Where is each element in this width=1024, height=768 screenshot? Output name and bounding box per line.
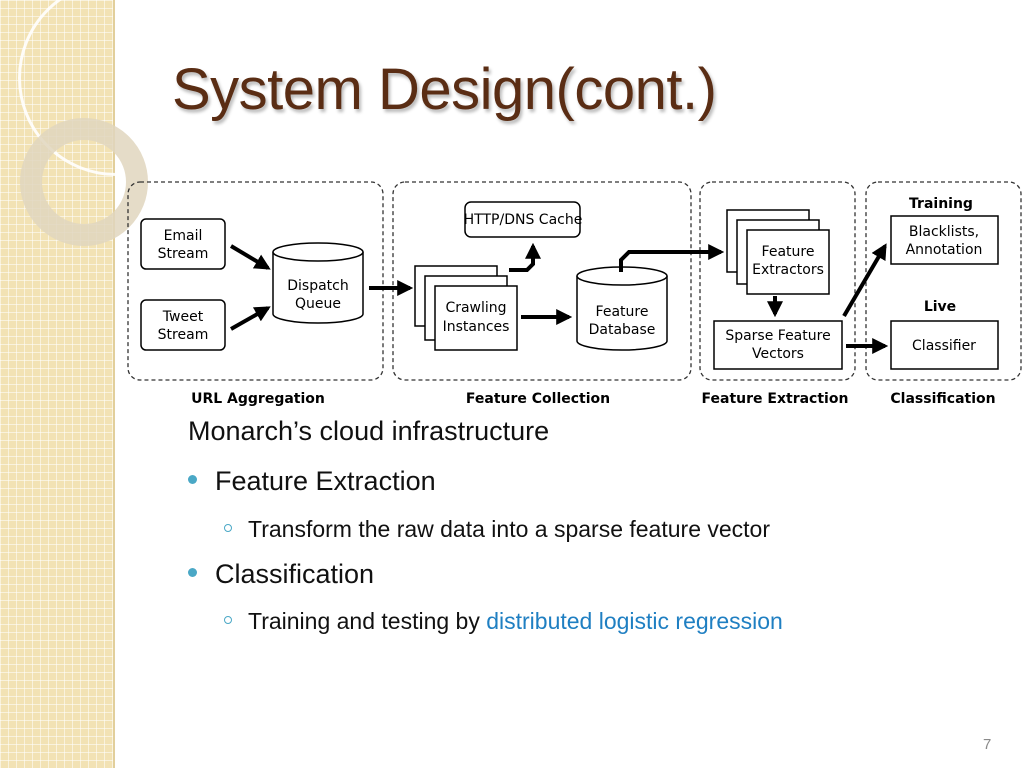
bullet-classification: Classification	[188, 559, 374, 590]
sub-bullet-text: Training and testing by	[248, 608, 487, 634]
http-dns-cache-box	[464, 201, 581, 238]
live-label: Live	[924, 299, 956, 315]
dispatch-queue-cylinder	[272, 242, 364, 324]
feature-extractors-label-2: Extractors	[752, 262, 824, 278]
email-stream-box	[140, 218, 226, 270]
sub-bullet-text: Transform the raw data into a sparse fea…	[248, 516, 771, 542]
sparse-feature-vectors-label-2: Vectors	[752, 346, 804, 362]
bullet-label: Feature Extraction	[215, 466, 436, 496]
slide-title: System Design(cont.)	[172, 57, 717, 122]
system-design-diagram: Email Stream Tweet Stream Dispatch Queue…	[127, 181, 1022, 407]
bullet-dot-icon	[188, 568, 197, 578]
classifier-label: Classifier	[912, 338, 976, 354]
crawling-instances-label-2: Instances	[443, 319, 510, 335]
section-box-url-aggregation	[127, 181, 384, 381]
section-label-feature-collection: Feature Collection	[466, 391, 610, 407]
arrow-tweet-to-queue	[230, 306, 271, 331]
crawling-instances-label-1: Crawling	[445, 300, 506, 316]
section-box-feature-collection	[392, 181, 692, 381]
feature-database-label-2: Database	[589, 322, 656, 338]
training-label: Training	[909, 196, 973, 212]
arrow-email-to-queue	[229, 244, 271, 270]
feature-extractors-box	[746, 229, 830, 295]
section-box-feature-extraction	[699, 181, 856, 381]
distributed-logistic-regression-link[interactable]: distributed logistic regression	[486, 608, 783, 634]
section-label-url-aggregation: URL Aggregation	[191, 391, 325, 407]
bullet-label: Classification	[215, 559, 375, 589]
tweet-stream-label-1: Tweet	[162, 309, 204, 325]
email-stream-label-2: Stream	[158, 246, 209, 262]
tweet-stream-label-2: Stream	[158, 327, 209, 343]
dispatch-queue-label-2: Queue	[295, 296, 341, 312]
bullet-dot-icon	[188, 475, 197, 485]
sub-bullet-transform: Transform the raw data into a sparse fea…	[224, 516, 770, 543]
http-dns-cache-label: HTTP/DNS Cache	[464, 212, 583, 228]
sparse-feature-vectors-label-1: Sparse Feature	[725, 328, 830, 344]
blacklists-annotation-box	[890, 215, 999, 265]
bullet-feature-extraction: Feature Extraction	[188, 466, 436, 497]
blacklists-label-2: Annotation	[906, 242, 983, 258]
crawling-instances-box	[434, 285, 518, 351]
feature-extractors-label-1: Feature	[762, 244, 815, 260]
sub-bullet-training: Training and testing by distributed logi…	[224, 608, 783, 635]
section-label-feature-extraction: Feature Extraction	[702, 391, 849, 407]
page-number: 7	[983, 736, 992, 753]
ring-bullet-icon	[224, 615, 232, 624]
dispatch-queue-label-1: Dispatch	[287, 278, 349, 294]
arrow-database-to-extractors	[619, 244, 725, 272]
arrow-crawling-to-cache	[509, 242, 541, 272]
decorative-side-strip	[0, 0, 214, 768]
email-stream-label-1: Email	[164, 228, 203, 244]
feature-database-cylinder	[576, 266, 668, 351]
blacklists-label-1: Blacklists,	[909, 224, 979, 240]
section-box-classification	[865, 181, 1022, 381]
section-label-classification: Classification	[890, 391, 995, 407]
arrow-vectors-to-training	[842, 243, 887, 318]
intro-text: Monarch’s cloud infrastructure	[188, 416, 550, 446]
classifier-box	[890, 320, 999, 370]
sparse-feature-vectors-box	[713, 320, 843, 370]
feature-database-label-1: Feature	[596, 304, 649, 320]
tweet-stream-box	[140, 299, 226, 351]
ring-bullet-icon	[224, 523, 232, 532]
